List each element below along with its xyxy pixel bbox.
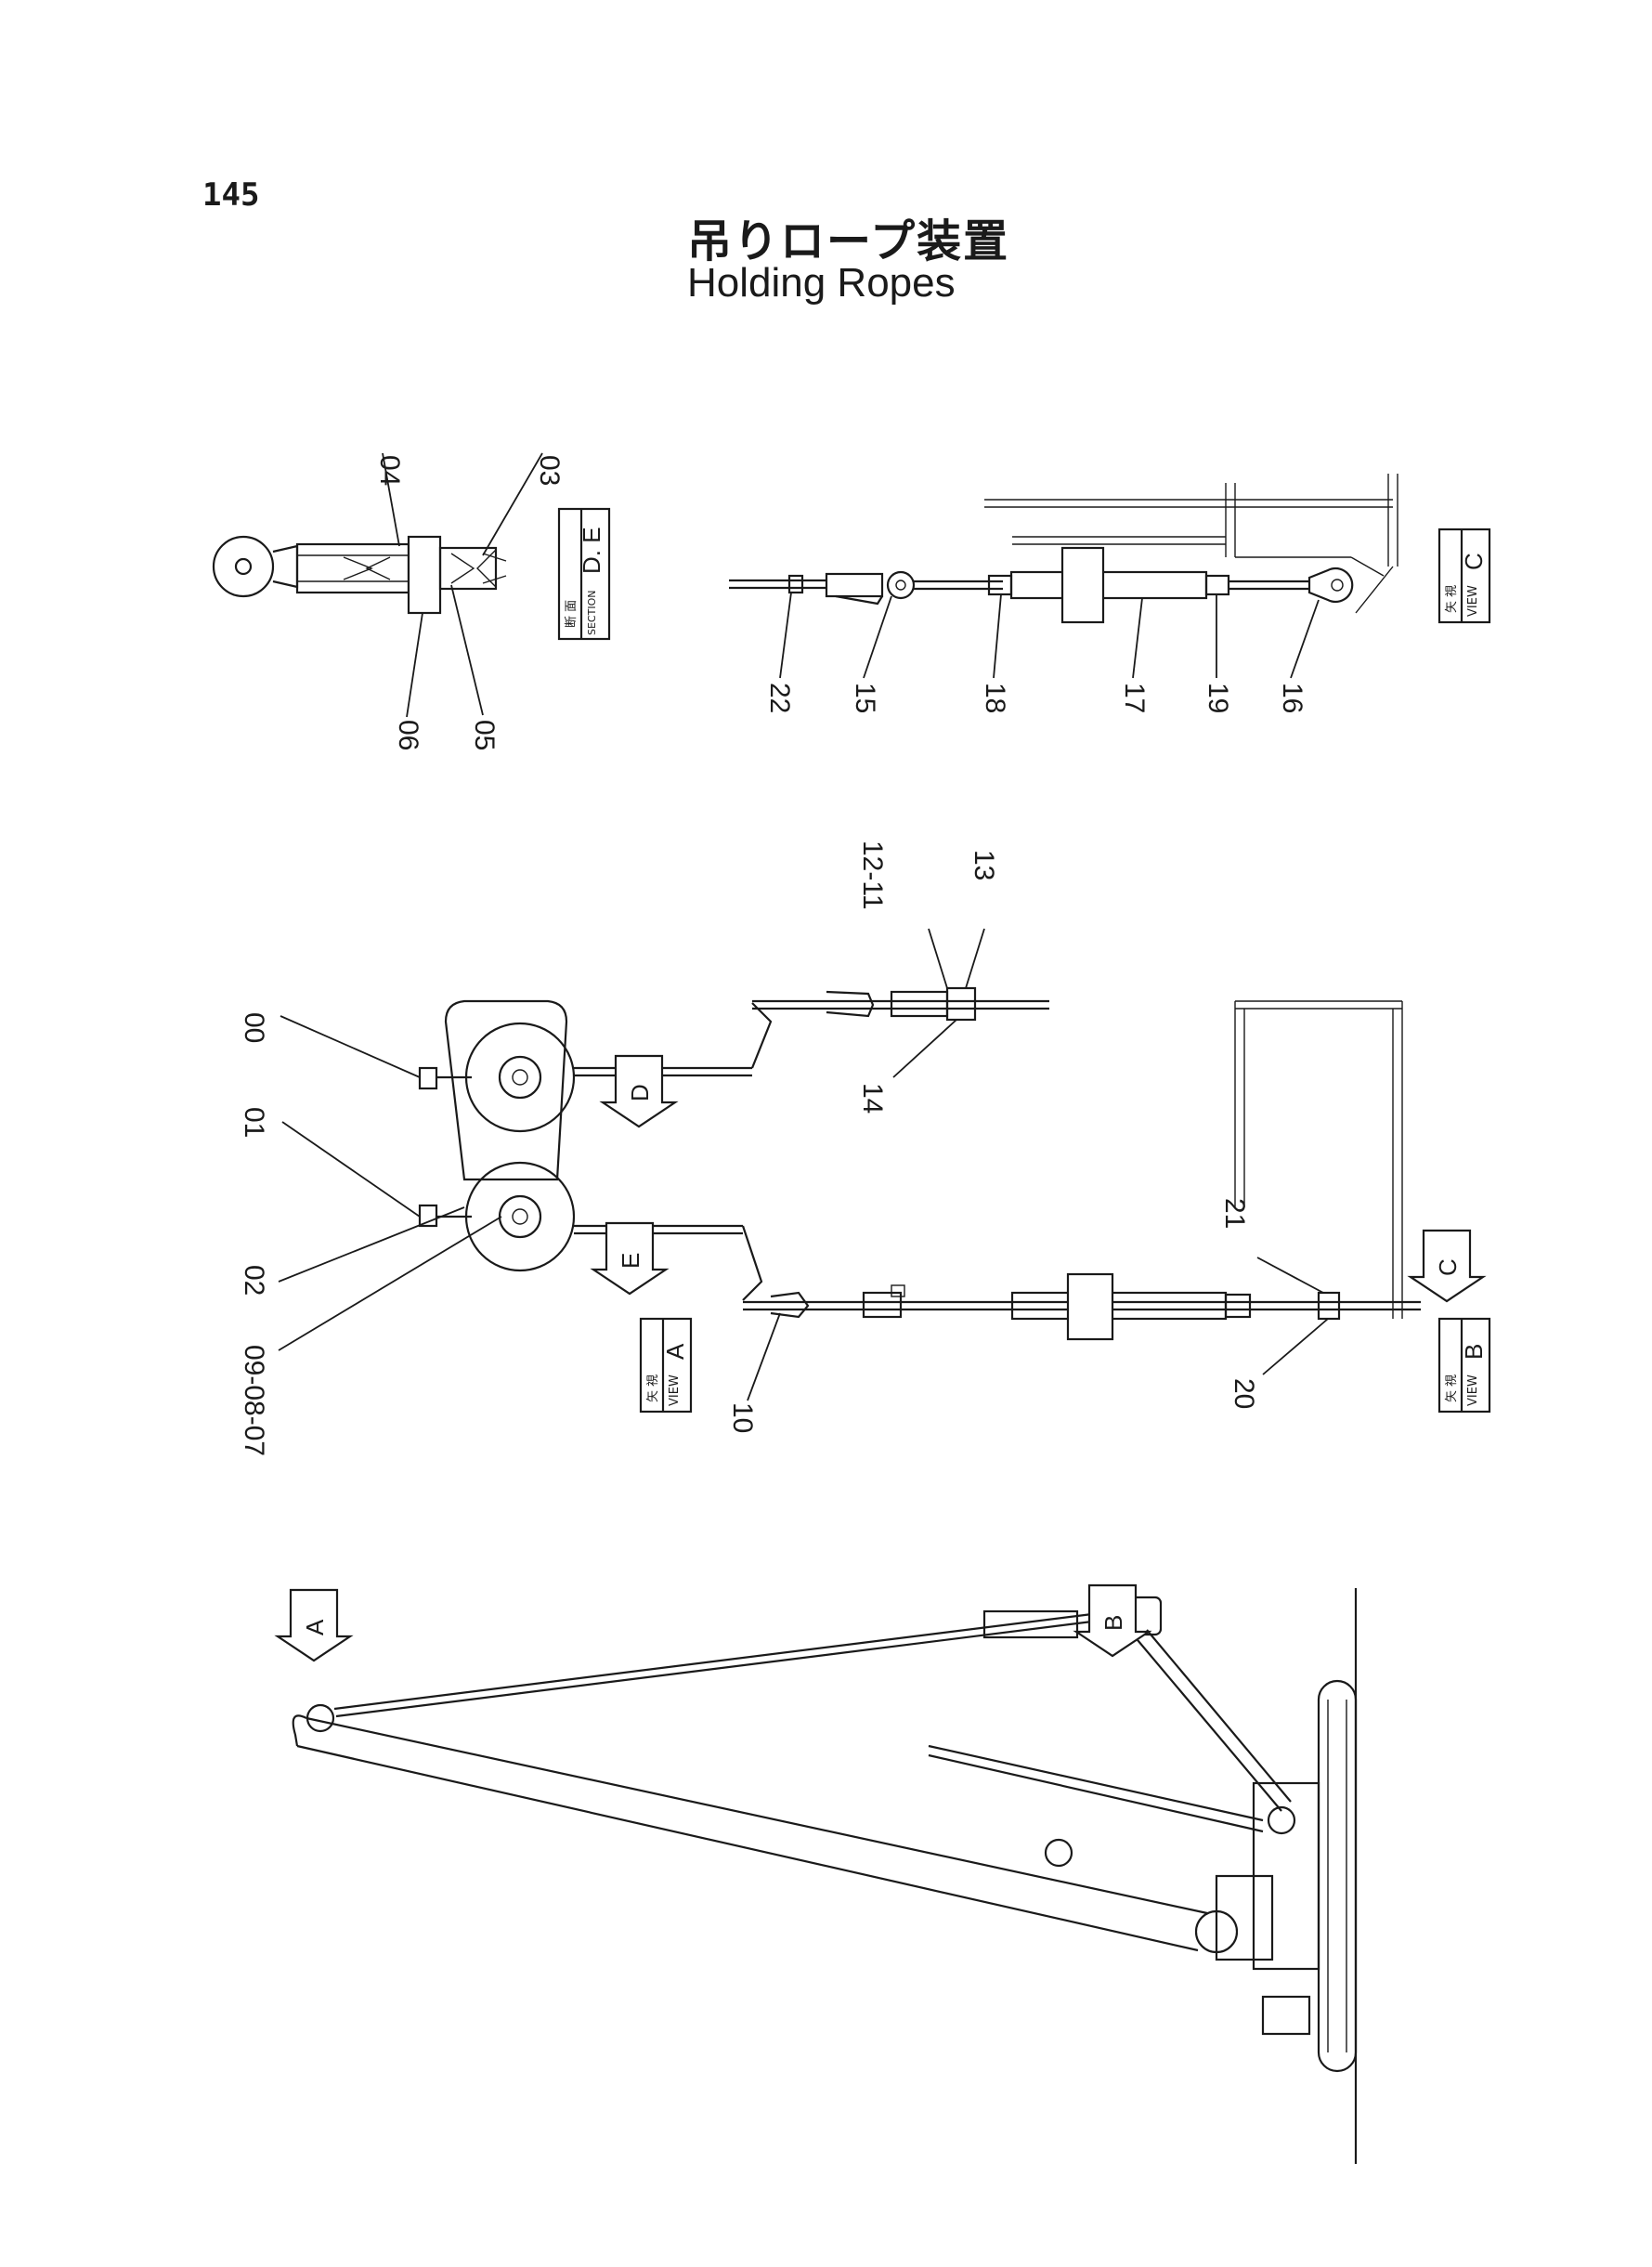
view-a-arrow: A (274, 1588, 354, 1662)
view-a-tag-letter: A (661, 1343, 689, 1360)
view-b-arrow: B (1073, 1583, 1152, 1658)
part-label-15: 15 (850, 683, 880, 713)
view-d-arrow: D (599, 1054, 679, 1128)
view-e-arrow: E (590, 1221, 670, 1296)
section-de-detail (212, 535, 507, 615)
view-c-tag-top: 矢 視 (1445, 585, 1459, 613)
view-b-arrow-letter: B (1099, 1615, 1127, 1631)
part-label-06: 06 (393, 720, 423, 750)
section-de-tag-top: 断 面 (565, 600, 579, 628)
page-number: 145 (202, 176, 260, 214)
part-label-20: 20 (1229, 1378, 1259, 1409)
part-label-03: 03 (534, 455, 565, 486)
part-label-18: 18 (980, 683, 1010, 713)
section-de-tag: 断 面 SECTION D. E (557, 507, 611, 641)
part-label-14: 14 (857, 1083, 888, 1114)
title-japanese: 吊りロープ装置 (687, 215, 1010, 267)
part-label-01: 01 (239, 1107, 269, 1138)
view-a-tag-top: 矢 視 (646, 1375, 660, 1402)
part-label-16: 16 (1277, 683, 1307, 713)
section-de-tag-letter: D. E (578, 527, 605, 574)
view-a-tag: 矢 視 VIEW A (639, 1317, 693, 1414)
view-b-tag-top: 矢 視 (1445, 1375, 1459, 1402)
machine-overview (292, 1588, 1358, 2164)
view-c-tag: 矢 視 VIEW C (1437, 528, 1491, 624)
view-c-arrow: C (1407, 1229, 1487, 1303)
part-label-02: 02 (239, 1265, 269, 1296)
leader-lines (278, 452, 1329, 1401)
view-c-tag-bottom: VIEW (1466, 585, 1480, 617)
view-c-tag-letter: C (1460, 553, 1488, 570)
view-c-arrow-letter: C (1434, 1258, 1462, 1276)
view-a-drawing (418, 986, 1421, 1341)
part-label-21: 21 (1219, 1198, 1250, 1229)
part-label-09-08-07: 09-08-07 (239, 1345, 269, 1456)
part-label-13: 13 (969, 850, 999, 880)
view-b-tag: 矢 視 VIEW B (1437, 1317, 1491, 1414)
view-b-tag-bottom: VIEW (1466, 1375, 1480, 1406)
part-label-12-11: 12-11 (857, 840, 888, 910)
part-label-10: 10 (727, 1402, 758, 1433)
view-a-arrow-letter: A (301, 1619, 329, 1635)
part-labels: 04 03 06 05 22 15 18 17 19 16 00 01 02 0… (239, 455, 1307, 1456)
view-d-arrow-letter: D (626, 1084, 654, 1101)
part-label-05: 05 (469, 720, 500, 750)
view-c-drawing (729, 474, 1398, 624)
view-b-tag-letter: B (1460, 1344, 1488, 1360)
part-label-04: 04 (374, 455, 405, 486)
part-label-22: 22 (764, 683, 795, 713)
part-label-19: 19 (1203, 683, 1233, 713)
view-a-tag-bottom: VIEW (668, 1375, 682, 1406)
part-label-00: 00 (239, 1012, 269, 1043)
section-de-tag-bottom: SECTION (586, 591, 598, 635)
part-label-17: 17 (1119, 683, 1150, 713)
title-english: Holding Ropes (687, 260, 956, 306)
view-e-arrow-letter: E (617, 1253, 644, 1269)
